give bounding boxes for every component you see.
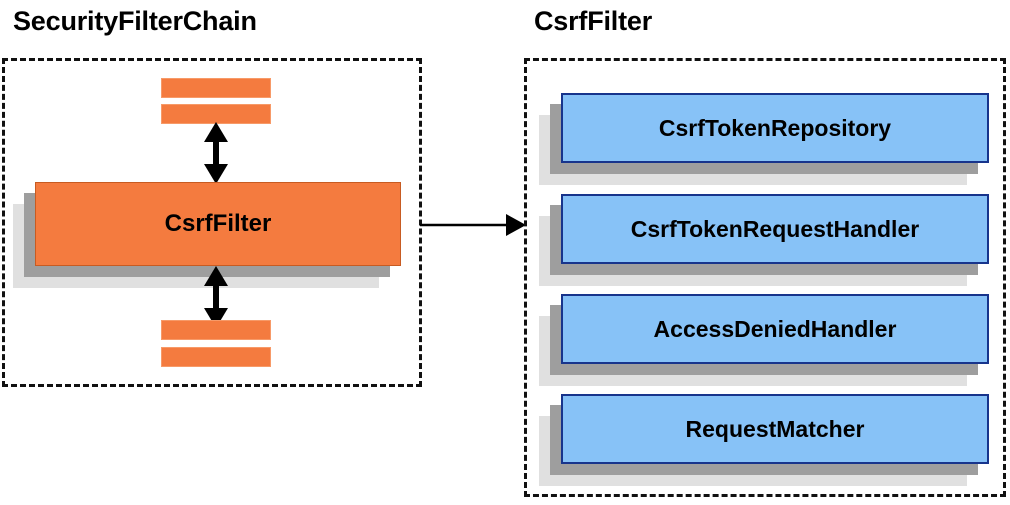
- component-card-request-matcher[interactable]: RequestMatcher: [539, 394, 989, 486]
- component-card-csrf-token-repository[interactable]: CsrfTokenRepository: [539, 93, 989, 185]
- component-card-label: RequestMatcher: [561, 394, 989, 464]
- component-card-access-denied-handler[interactable]: AccessDeniedHandler: [539, 294, 989, 386]
- security-filter-chain-panel: [2, 58, 422, 387]
- connector-arrow-right: [420, 214, 526, 236]
- csrf-filter-card[interactable]: CsrfFilter: [13, 182, 401, 288]
- component-card-label: CsrfTokenRequestHandler: [561, 194, 989, 264]
- filter-slab-top-1: [161, 78, 271, 98]
- filter-slab-bottom-2: [161, 347, 271, 367]
- page-title-security-filter-chain: SecurityFilterChain: [13, 6, 257, 36]
- component-card-label: AccessDeniedHandler: [561, 294, 989, 364]
- component-card-csrf-token-request-handler[interactable]: CsrfTokenRequestHandler: [539, 194, 989, 286]
- csrf-filter-card-label: CsrfFilter: [35, 182, 401, 266]
- component-card-label: CsrfTokenRepository: [561, 93, 989, 163]
- filter-slab-top-2: [161, 104, 271, 124]
- page-title-csrf-filter: CsrfFilter: [534, 6, 653, 36]
- csrf-filter-detail-panel: [524, 58, 1006, 497]
- arrow-bidirectional-bottom: [204, 266, 228, 328]
- filter-slab-bottom-1: [161, 320, 271, 340]
- arrow-bidirectional-top: [204, 122, 228, 184]
